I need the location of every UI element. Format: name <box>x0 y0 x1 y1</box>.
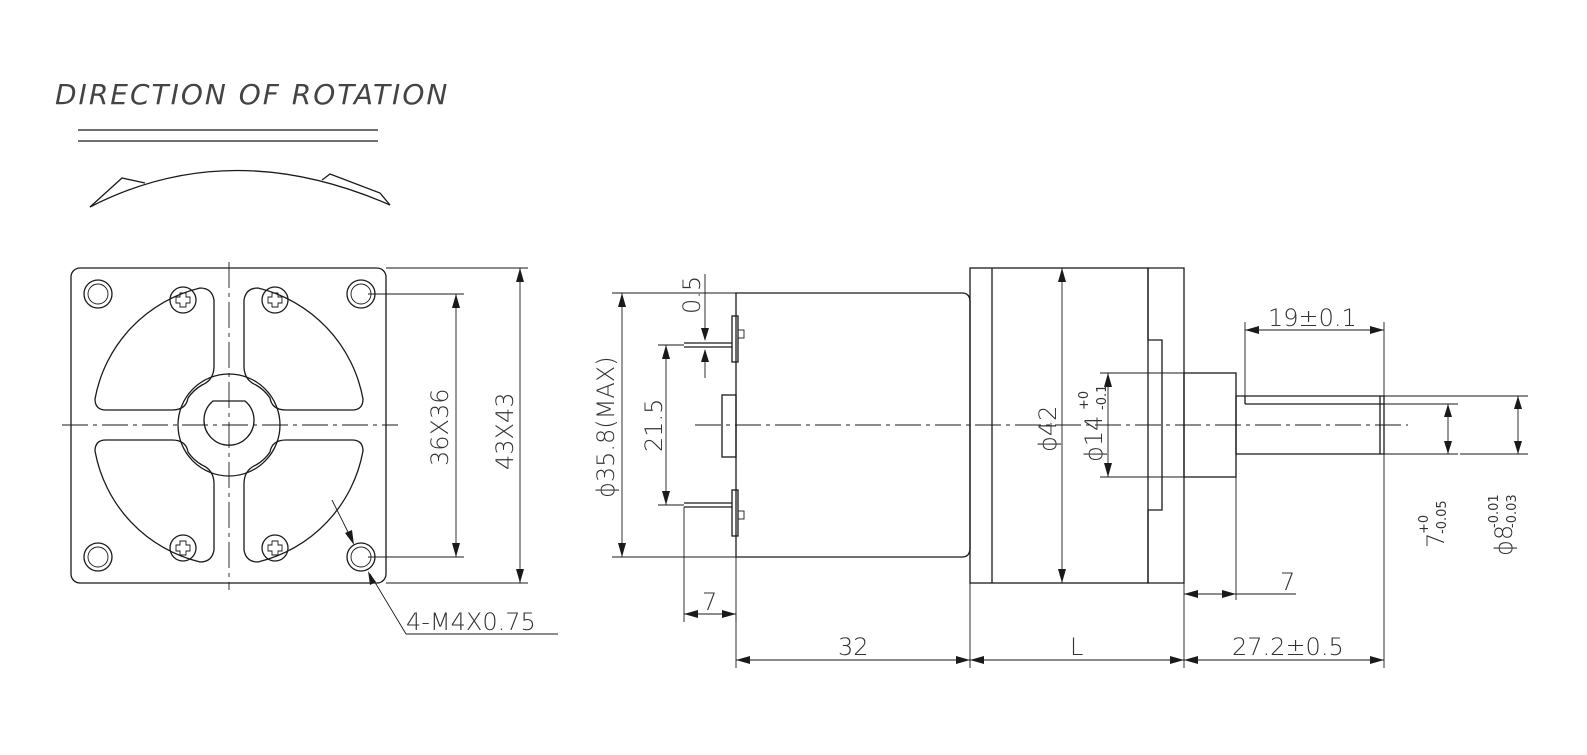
center-boss <box>177 373 281 477</box>
dim-outer-square-label: 43X43 <box>491 392 519 470</box>
dimension-gearbox-diameter: ϕ42 <box>1034 268 1066 583</box>
dim-shaft-diameter-label: ϕ8 <box>1490 525 1518 556</box>
terminal-bottom <box>684 489 745 537</box>
shaft-end-d-profile <box>203 400 255 446</box>
pocket-top-right <box>243 287 364 411</box>
screw-icon-top-right <box>261 286 289 314</box>
dim-bolt-square-label: 36X36 <box>426 388 454 466</box>
flange-outline <box>70 267 387 584</box>
corner-hole-bottom-left <box>83 542 113 572</box>
dimension-flat-length: 19±0.1 <box>1244 304 1385 396</box>
dim-boss-tol-upper: +0 <box>1077 391 1092 410</box>
dim-boss-length-label: 7 <box>1280 568 1295 596</box>
pocket-top-left <box>94 287 215 411</box>
dim-gearbox-diameter-label: ϕ42 <box>1034 406 1062 452</box>
dimension-terminal-thickness: 0.5 <box>678 274 709 378</box>
dimension-terminal-offset: 7 <box>683 507 737 622</box>
screw-icon-top-left <box>169 286 197 314</box>
motor-end-bearing <box>721 394 737 458</box>
dim-boss-tol-lower: -0.1 <box>1095 385 1110 410</box>
rotation-indicator: DIRECTION OF ROTATION <box>55 78 449 208</box>
thread-callout: 4-M4X0.75 <box>331 499 558 636</box>
dim-motor-diameter-label: ϕ35.8(MAX) <box>592 356 620 498</box>
dim-flat-length-label: 19±0.1 <box>1268 304 1357 332</box>
dimension-outer-square: 43X43 <box>386 267 528 584</box>
motor-body <box>735 292 971 558</box>
screw-icon-bottom-right <box>261 534 289 562</box>
dim-terminal-label: 0.5 <box>678 276 706 314</box>
side-view: 0.5 21.5 ϕ35.8(MAX) 7 <box>592 267 1528 668</box>
pocket-bottom-right <box>243 439 364 563</box>
screw-icon-bottom-left <box>169 534 197 562</box>
dim-shaft-length-label: 27.2±0.5 <box>1232 633 1344 661</box>
dimension-bolt-square: 36X36 <box>368 293 464 558</box>
dimension-boss-diameter: ϕ14 +0 -0.1 <box>1077 372 1184 478</box>
dim-flat-tol-upper: +0 <box>1417 515 1432 534</box>
corner-hole-top-left <box>83 279 113 309</box>
dimension-boss-length: 7 <box>1184 454 1296 600</box>
dim-boss-diameter-label: ϕ14 <box>1080 416 1108 462</box>
dim-shaft-tol-lower: -0.03 <box>1505 494 1520 528</box>
dimension-terminal-span: 21.5 <box>640 344 684 506</box>
dim-thread-label: 4-M4X0.75 <box>406 608 536 636</box>
dim-terminal-span-label: 21.5 <box>640 399 668 452</box>
dim-shaft-tol-upper: -0.01 <box>1487 494 1502 528</box>
dimension-shaft-diameter: ϕ8 -0.01 -0.03 <box>1384 395 1528 556</box>
dim-gearbox-length-label: L <box>1070 633 1083 661</box>
gearbox-front-flange <box>1147 267 1185 584</box>
dim-flat-tol-lower: -0.05 <box>1435 500 1450 534</box>
rotation-arrow-icon <box>89 169 391 208</box>
dim-terminal-offset-label: 7 <box>702 588 717 616</box>
pocket-bottom-left <box>94 439 215 563</box>
dimension-flat-depth: 7 +0 -0.05 <box>1384 403 1458 548</box>
dim-motor-length-label: 32 <box>838 633 869 661</box>
gearbox-housing <box>969 267 1149 584</box>
dim-flat-depth-label: 7 <box>1422 533 1450 548</box>
terminal-top <box>684 315 745 363</box>
dimension-motor-length: 32 <box>735 583 971 668</box>
front-view: 36X36 43X43 4-M4X0.75 <box>62 262 558 636</box>
dimension-gearbox-length: L <box>970 583 1185 668</box>
dimension-motor-diameter: ϕ35.8(MAX) <box>592 292 736 558</box>
dimension-shaft-length: 27.2±0.5 <box>1184 454 1385 668</box>
drawing-title: DIRECTION OF ROTATION <box>55 78 449 111</box>
